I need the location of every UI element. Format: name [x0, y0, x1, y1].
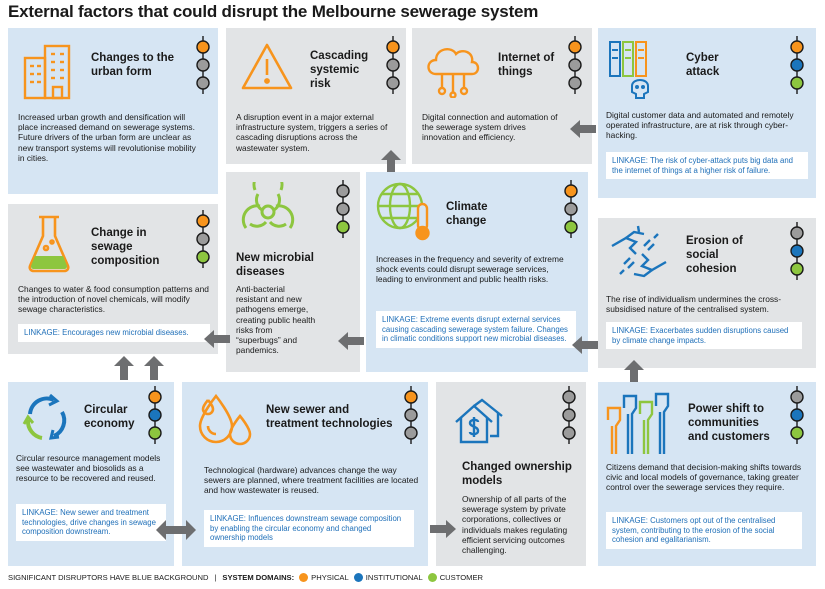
domain-dots	[386, 36, 400, 96]
card-title: Cyber attack	[686, 52, 720, 78]
card-title: Power shift to communities and customers	[688, 403, 770, 443]
domain-dots	[148, 386, 162, 446]
card-body: Ownership of all parts of the sewerage s…	[462, 494, 568, 556]
linkage-note: LINKAGE: Encourages new microbial diseas…	[18, 324, 210, 342]
card-title: Climate change	[446, 201, 488, 227]
card-urban-form: Changes to the urban form Increased urba…	[8, 28, 218, 194]
arrow-up	[114, 356, 134, 380]
domain-dots	[790, 386, 804, 446]
card-body: Anti-bacterial resistant and new pathoge…	[236, 284, 316, 356]
house-dollar-icon	[452, 398, 506, 457]
card-body: The rise of individualism undermines the…	[606, 294, 782, 315]
card-body: Changes to water & food consumption patt…	[18, 284, 209, 315]
card-ownership-models: Changed ownership models Ownership of al…	[436, 382, 586, 566]
linkage-note: LINKAGE: Influences downstream sewage co…	[204, 510, 414, 547]
card-sewage-composition: Change in sewage composition Changes to …	[8, 204, 218, 354]
legend: SIGNIFICANT DISRUPTORS HAVE BLUE BACKGRO…	[8, 573, 483, 582]
card-title: Erosion of social cohesion	[686, 235, 743, 275]
domain-dots	[790, 222, 804, 282]
card-body: Digital customer data and automated and …	[606, 110, 794, 141]
broken-handshake-icon	[608, 224, 670, 289]
domain-dots	[790, 36, 804, 96]
card-climate-change: Climate change Increases in the frequenc…	[366, 172, 588, 372]
card-cyber-attack: Cyber attack Digital customer data and a…	[598, 28, 816, 198]
domain-dots	[404, 386, 418, 446]
linkage-note: LINKAGE: New sewer and treatment technol…	[16, 504, 166, 541]
arrow-left	[570, 120, 596, 138]
domain-dots	[568, 36, 582, 96]
card-body: Technological (hardware) advances change…	[204, 465, 419, 496]
card-body: Circular resource management models see …	[16, 453, 161, 484]
domain-dots	[562, 386, 576, 446]
arrow-double	[156, 520, 196, 540]
recycle-icon	[18, 392, 74, 451]
card-power-shift: Power shift to communities and customers…	[598, 382, 816, 566]
server-skull-icon	[608, 38, 670, 107]
raised-fists-icon	[604, 390, 676, 461]
card-title: New sewer and treatment technologies	[266, 404, 393, 430]
card-treatment-technologies: New sewer and treatment technologies Tec…	[182, 382, 428, 566]
arrow-left	[338, 332, 364, 350]
arrow-up	[624, 360, 644, 382]
arrow-right	[430, 520, 456, 538]
water-drops-icon	[194, 390, 256, 453]
card-title: Circular economy	[84, 404, 135, 430]
biohazard-icon	[238, 169, 298, 245]
card-title: Change in sewage composition	[91, 227, 160, 267]
domain-dots	[196, 36, 210, 96]
legend-institutional-swatch	[353, 573, 363, 582]
card-title: Internet of things	[498, 52, 555, 78]
buildings-icon	[22, 42, 74, 105]
card-title: Changed ownership models	[462, 461, 572, 487]
card-title: Changes to the urban form	[91, 52, 175, 78]
legend-separator: |	[214, 573, 217, 582]
legend-customer: CUSTOMER	[439, 573, 484, 582]
card-body: Increases in the frequency and severity …	[376, 254, 564, 285]
arrow-up	[381, 150, 401, 172]
arrow-left	[204, 330, 230, 348]
domain-dots	[336, 180, 350, 240]
card-body: A disruption event in a major external i…	[236, 112, 388, 153]
flask-icon	[26, 214, 72, 279]
card-microbial-diseases: New microbial diseases Anti-bacterial re…	[226, 169, 360, 372]
warning-triangle-icon	[240, 42, 294, 97]
card-cascading-risk: Cascading systemic risk A disruption eve…	[226, 28, 406, 164]
linkage-note: LINKAGE: Exacerbates sudden disruptions …	[606, 322, 802, 350]
domain-dots	[196, 210, 210, 270]
card-body: Citizens demand that decision-making shi…	[606, 462, 802, 493]
card-social-cohesion: Erosion of social cohesion The rise of i…	[598, 218, 816, 368]
page-title: External factors that could disrupt the …	[8, 2, 539, 21]
linkage-note: LINKAGE: The risk of cyber-attack puts b…	[606, 152, 808, 180]
cloud-network-icon	[422, 40, 484, 103]
legend-domains-label: SYSTEM DOMAINS:	[222, 573, 295, 582]
card-title: Cascading systemic risk	[310, 50, 369, 90]
legend-physical-swatch	[299, 573, 309, 582]
card-body: Increased urban growth and densification…	[18, 112, 196, 163]
arrow-left	[572, 336, 598, 354]
legend-customer-swatch	[427, 573, 437, 582]
linkage-note: LINKAGE: Customers opt out of the centra…	[606, 512, 802, 549]
card-body: Digital connection and automation of the…	[422, 112, 558, 143]
domain-dots	[564, 180, 578, 240]
legend-physical: PHYSICAL	[311, 573, 349, 582]
arrow-up	[144, 356, 164, 380]
card-internet-of-things: Internet of things Digital connection an…	[412, 28, 592, 164]
globe-thermometer-icon	[374, 180, 438, 247]
legend-significant: SIGNIFICANT DISRUPTORS HAVE BLUE BACKGRO…	[8, 573, 209, 582]
legend-institutional: INSTITUTIONAL	[365, 573, 423, 582]
linkage-note: LINKAGE: Extreme events disrupt external…	[376, 311, 576, 348]
card-title: New microbial diseases	[236, 252, 314, 278]
card-circular-economy: Circular economy Circular resource manag…	[8, 382, 174, 566]
